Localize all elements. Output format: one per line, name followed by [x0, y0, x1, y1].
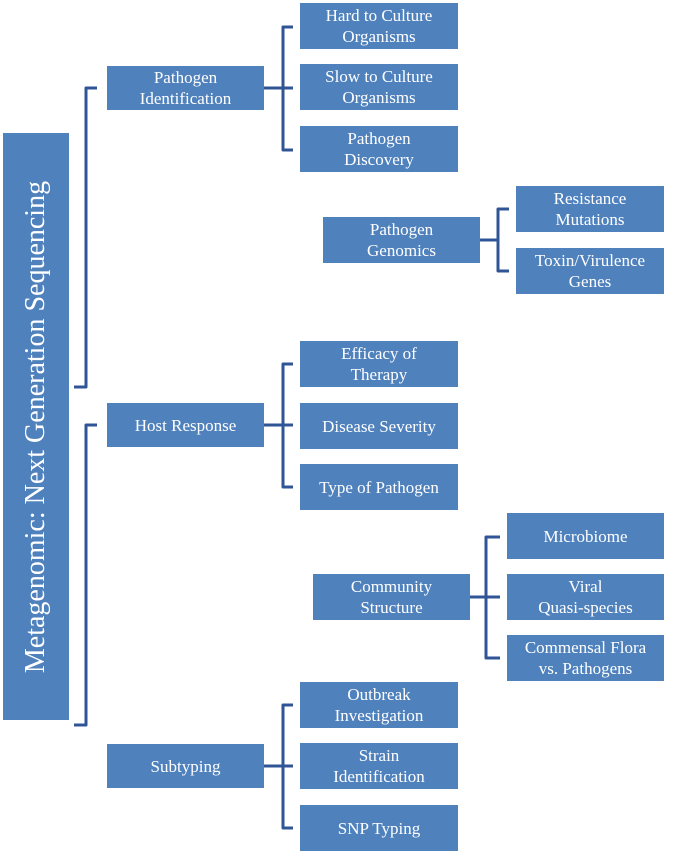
node-efficacy-of-therapy: Efficacy of Therapy: [300, 341, 458, 387]
node-pathogen-discovery: Pathogen Discovery: [300, 126, 458, 172]
node-resistance-mutations: Resistance Mutations: [516, 186, 664, 232]
node-strain-identification: Strain Identification: [300, 743, 458, 789]
connector-pathogen-genomics: [480, 207, 509, 273]
connector-pathogen-identification: [264, 25, 293, 152]
node-host-response: Host Response: [107, 403, 264, 447]
node-type-of-pathogen: Type of Pathogen: [300, 464, 458, 510]
node-hard-to-culture-organisms: Hard to Culture Organisms: [300, 3, 458, 49]
node-toxin-virulence-genes: Toxin/Virulence Genes: [516, 248, 664, 294]
root-label: Metagenomic: Next Generation Sequencing: [20, 180, 51, 673]
node-microbiome: Microbiome: [507, 513, 664, 559]
node-pathogen-identification: Pathogen Identification: [107, 66, 264, 110]
connector-root-pathogen-identification: [74, 86, 97, 389]
node-snp-typing: SNP Typing: [300, 805, 458, 851]
root-node-metagenomic-ngs: Metagenomic: Next Generation Sequencing: [3, 133, 69, 720]
node-slow-to-culture-organisms: Slow to Culture Organisms: [300, 64, 458, 110]
node-outbreak-investigation: Outbreak Investigation: [300, 682, 458, 728]
connector-community-structure: [470, 535, 500, 660]
node-commensal-flora-vs-pathogens: Commensal Flora vs. Pathogens: [507, 635, 664, 681]
node-disease-severity: Disease Severity: [300, 403, 458, 449]
node-subtyping: Subtyping: [107, 744, 264, 788]
node-viral-quasi-species: Viral Quasi-species: [507, 574, 664, 620]
connector-subtyping: [264, 703, 293, 830]
node-community-structure: Community Structure: [313, 574, 470, 620]
connector-root-host-response: [74, 423, 97, 727]
node-pathogen-genomics: Pathogen Genomics: [323, 217, 480, 263]
connector-host-response: [264, 362, 293, 489]
